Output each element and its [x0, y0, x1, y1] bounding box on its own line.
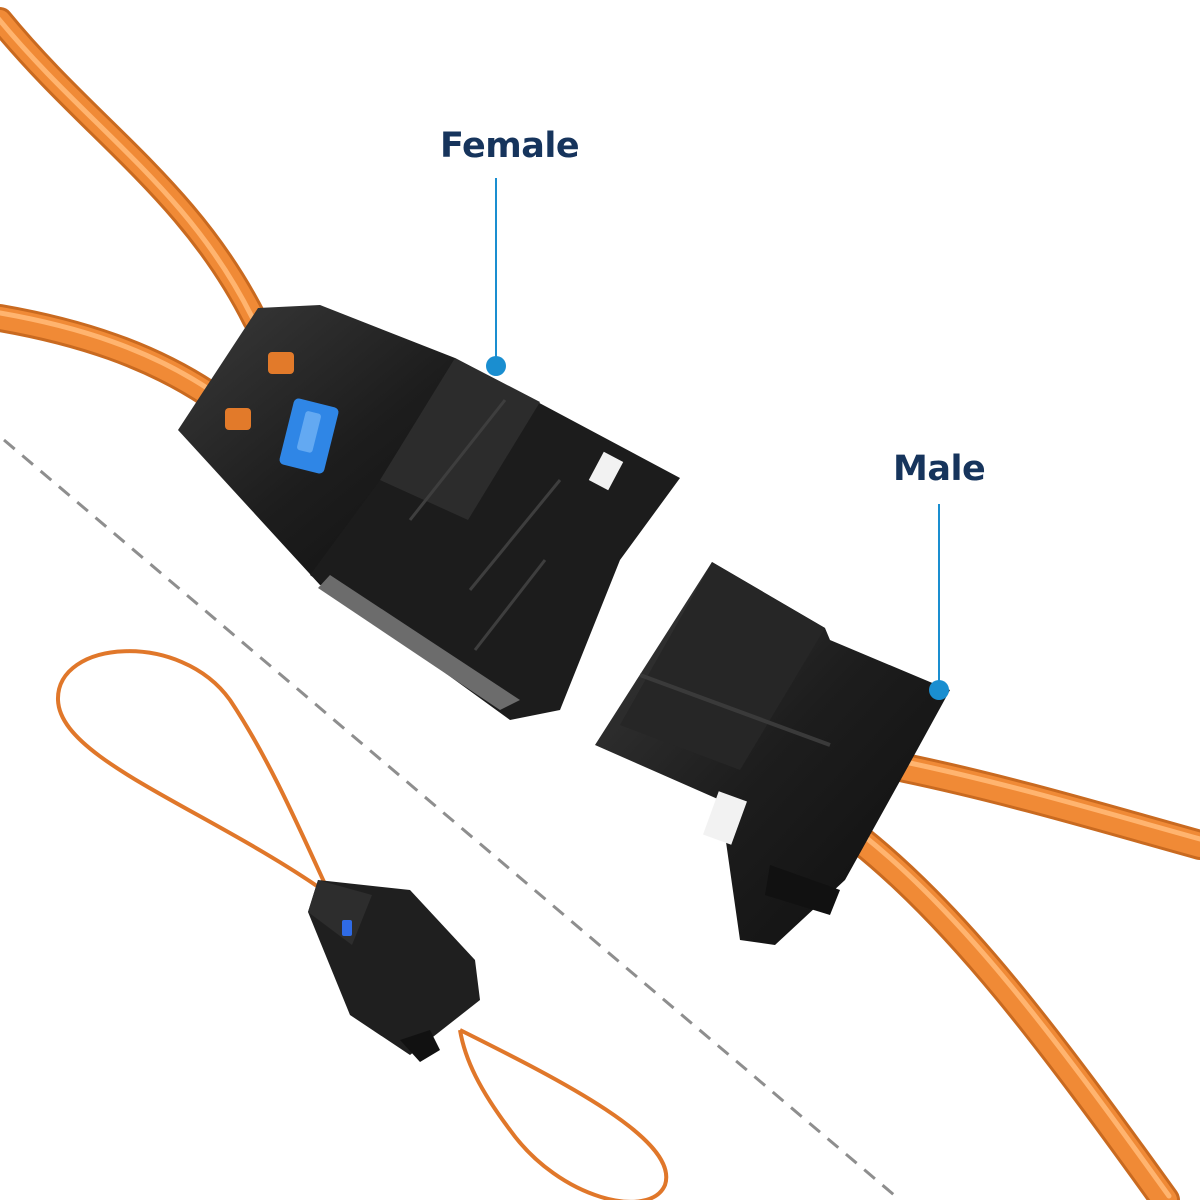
- female-dot-marker-icon: [486, 356, 506, 376]
- female-label: Female: [440, 126, 580, 166]
- male-dot-marker-icon: [929, 680, 949, 700]
- fiber-loop-thumbnail: [55, 649, 669, 1200]
- male-label: Male: [893, 449, 986, 489]
- male-connector: [595, 562, 950, 945]
- dashed-divider: [3, 438, 901, 1200]
- female-connector: [178, 305, 680, 720]
- female-connector-cables: [0, 7, 268, 409]
- male-connector-cables: [845, 753, 1200, 1200]
